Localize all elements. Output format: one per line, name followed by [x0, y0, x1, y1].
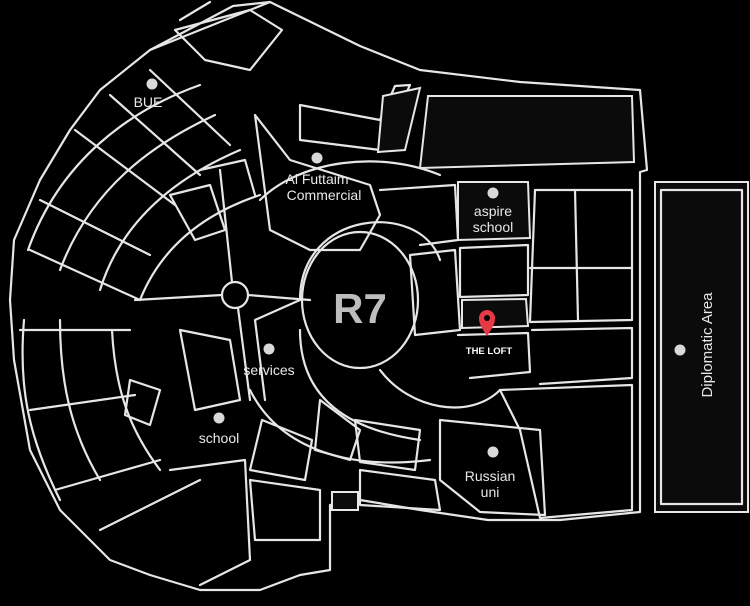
russian-uni-dot-icon [487, 446, 499, 458]
al-futtaim-dot-icon [311, 152, 323, 164]
services-dot-icon [263, 343, 275, 355]
district-boundary [8, 0, 649, 592]
poi-label-aspire-line1[interactable]: aspire [474, 203, 512, 219]
school-dot-icon [213, 412, 225, 424]
district-label: R7 [333, 285, 387, 332]
poi-label-al-futtaim-line1[interactable]: Al Futtaim [285, 171, 348, 187]
diplomatic-area-block [654, 181, 749, 513]
poi-label-al-futtaim-line2[interactable]: Commercial [287, 187, 362, 203]
bue-dot-icon [146, 78, 158, 90]
poi-label-services[interactable]: services [243, 362, 294, 378]
poi-label-diplomatic-area[interactable]: Diplomatic Area [699, 292, 716, 398]
map-pin-icon[interactable] [479, 310, 495, 336]
poi-label-russian-line2[interactable]: uni [481, 484, 500, 500]
poi-label-russian-line1[interactable]: Russian [465, 468, 516, 484]
featured-location-label[interactable]: THE LOFT [466, 346, 513, 357]
poi-label-bue[interactable]: BUE [134, 94, 163, 110]
poi-label-school[interactable]: school [199, 430, 239, 446]
diplomatic-area-dot-icon [674, 344, 686, 356]
aspire-school-dot-icon [487, 187, 499, 199]
poi-label-aspire-line2[interactable]: school [473, 219, 513, 235]
